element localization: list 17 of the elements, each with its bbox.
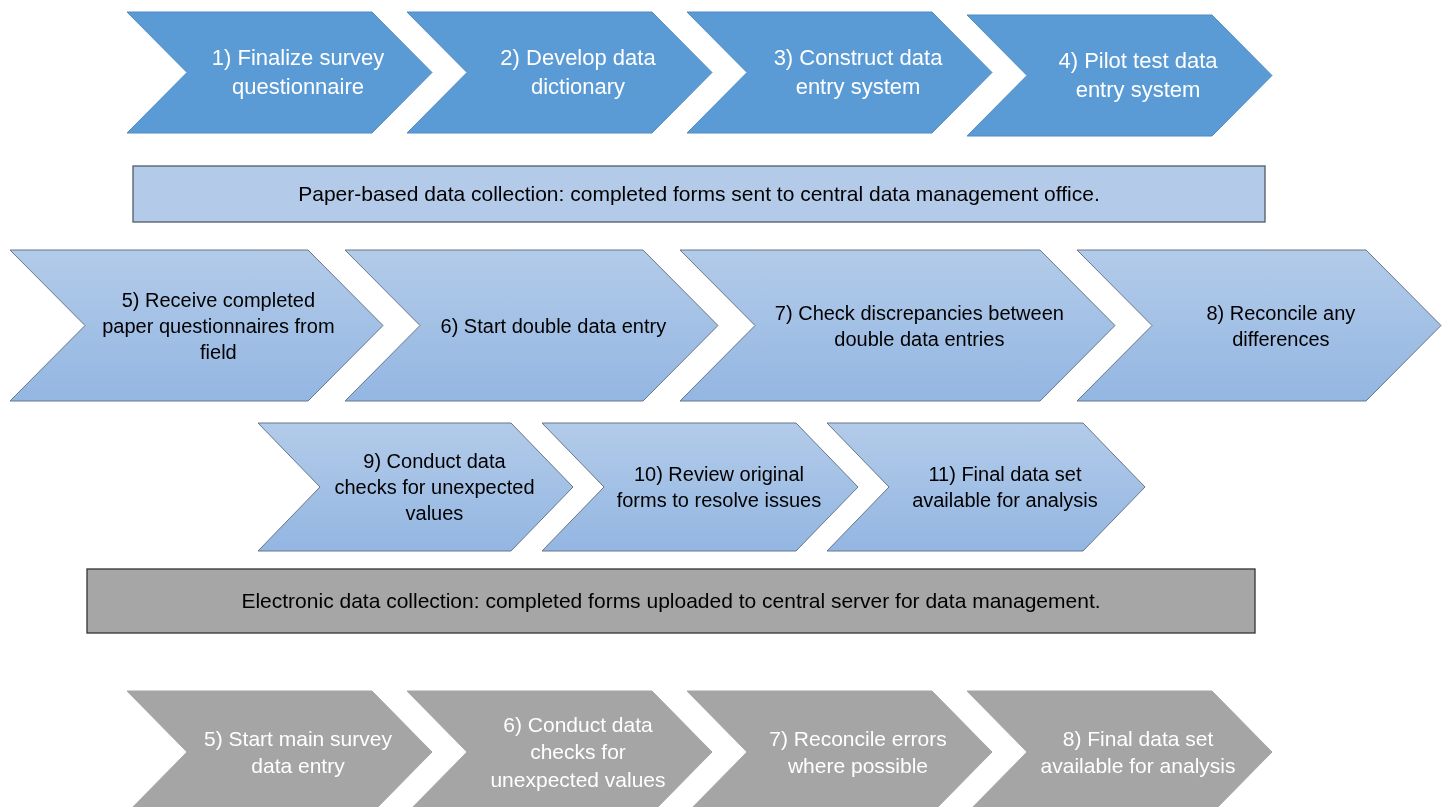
step-label: 8) Reconcile any differences	[1205, 300, 1357, 352]
step-label: 11) Final data set available for analysis	[911, 462, 1099, 513]
banner-text: Paper-based data collection: completed forms sent to central data management office.	[298, 181, 1100, 208]
step-label: 8) Final data set available for analysis	[1039, 725, 1237, 779]
step-label: 2) Develop data dictionary	[499, 43, 657, 101]
step-label: 7) Check discrepancies between double data entries	[773, 300, 1065, 352]
step-label: 7) Reconcile errors where possible	[768, 725, 948, 779]
step-label: 3) Construct data entry system	[772, 43, 944, 101]
step-label: 5) Receive completed paper questionnaires from field	[101, 287, 336, 365]
step-label: 6) Start double data entry	[440, 313, 667, 339]
step-label: 5) Start main survey data entry	[203, 725, 393, 779]
step-label: 9) Conduct data checks for unexpected values	[333, 449, 536, 526]
step-label: 1) Finalize survey questionnaire	[210, 43, 386, 101]
step-label: 10) Review original forms to resolve issues	[615, 462, 823, 513]
banner-text: Electronic data collection: completed forms uploaded to central server for data management.	[241, 588, 1101, 615]
step-label: 6) Conduct data checks for unexpected values	[489, 712, 667, 793]
step-label: 4) Pilot test data entry system	[1057, 46, 1219, 104]
